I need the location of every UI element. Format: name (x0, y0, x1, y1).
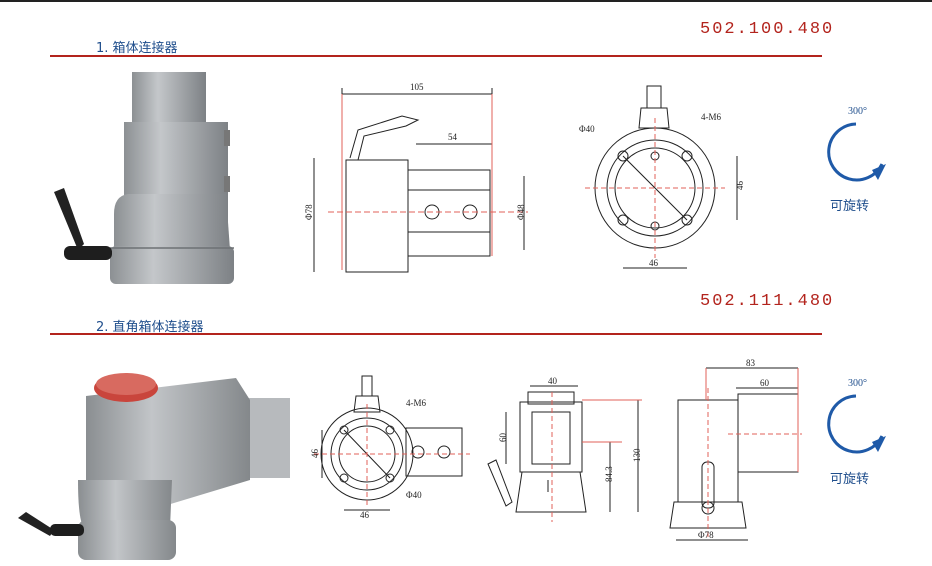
rotation-label-1: 可旋转 (830, 199, 870, 214)
flange-holes-1: 4-M6 (701, 112, 721, 122)
section-1-title: 1. 箱体连接器 (96, 41, 178, 56)
section-2-code: 502.111.480 (700, 292, 835, 311)
front-top: 40 (548, 376, 558, 386)
section-1-rule (50, 55, 822, 57)
flange-dia-1: Φ40 (579, 124, 595, 134)
section-1-code: 502.100.480 (700, 20, 835, 39)
front-low: 84.3 (604, 466, 614, 482)
side-base-dia: Φ78 (698, 530, 714, 540)
rotate-arrow-icon (827, 122, 886, 182)
dim-overall: 105 (410, 82, 424, 92)
dim-left-dia: Φ78 (304, 204, 314, 220)
flange-width-1: 46 (649, 258, 659, 268)
right-angle-front-drawing: 40 60 84.3 130 (487, 376, 642, 522)
side-arm: 60 (760, 378, 770, 388)
right-angle-connector-photo (18, 373, 290, 560)
flange-holes-2: 4-M6 (406, 398, 426, 408)
front-mid: 60 (498, 433, 508, 443)
flange-height-2: 46 (310, 449, 320, 459)
dim-right-dia: Φ48 (516, 204, 526, 220)
top-border (0, 0, 932, 2)
flange-height-1: 46 (735, 181, 745, 191)
rotation-angle-2: 300° (848, 378, 867, 389)
rotation-angle-1: 300° (848, 106, 867, 117)
front-total: 130 (632, 448, 642, 462)
flange-dia-2: Φ40 (406, 490, 422, 500)
side-top: 83 (746, 358, 756, 368)
rotate-arrow-icon (827, 394, 886, 454)
rotation-label-2: 可旋转 (830, 472, 870, 487)
dim-right: 54 (448, 132, 458, 142)
right-angle-side-drawing: 83 60 Φ78 (669, 358, 802, 541)
box-connector-photo (54, 72, 234, 284)
section-2-rule (50, 333, 822, 335)
right-angle-flange-drawing: 4-M6 46 46 Φ40 (310, 375, 470, 520)
section-2-title: 2. 直角箱体连接器 (96, 320, 204, 335)
box-connector-flange-drawing: Φ40 4-M6 46 46 (579, 85, 745, 269)
flange-width-2: 46 (360, 510, 370, 520)
box-connector-side-drawing: 105 54 Φ78 Φ48 (304, 82, 528, 273)
